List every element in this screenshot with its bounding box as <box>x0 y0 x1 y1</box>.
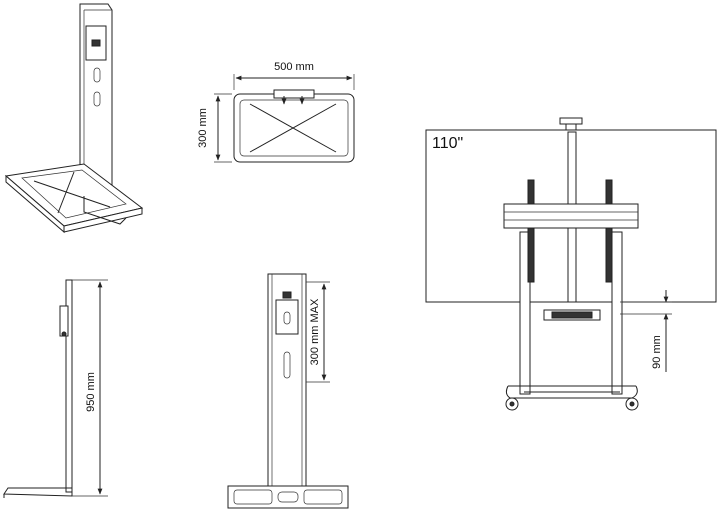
shelf-width-label: 500 mm <box>274 61 314 73</box>
adjust-range-label: 300 mm MAX <box>309 298 321 365</box>
front-view: 300 mm MAX <box>227 273 349 509</box>
clearance-label: 90 mm <box>651 335 663 369</box>
tv-stand-view: 110" 90 mm <box>425 117 717 411</box>
screen-size-label: 110" <box>432 135 463 152</box>
total-height-label: 950 mm <box>85 372 97 412</box>
side-view: 950 mm <box>3 279 108 498</box>
shelf-depth-label: 300 mm <box>197 108 209 148</box>
top-view-shelf: 500 mm 300 mm <box>197 61 355 163</box>
isometric-shelf-view <box>4 3 144 234</box>
